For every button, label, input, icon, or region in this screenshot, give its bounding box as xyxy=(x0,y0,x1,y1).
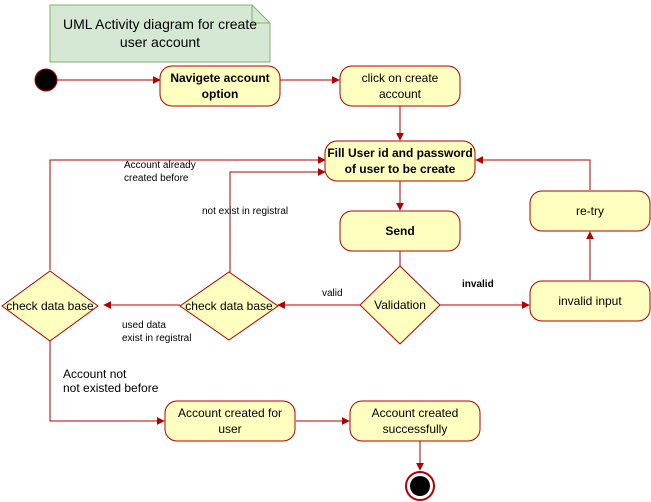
action-account-created-success: Account created successfully xyxy=(349,400,481,442)
final-node xyxy=(405,471,435,501)
action-account-created-user: Account created for user xyxy=(164,400,296,442)
label-already-2: created before xyxy=(124,173,189,184)
edge-checkleft-created xyxy=(49,340,165,425)
check-db-left-label: check data base xyxy=(6,299,94,313)
action-navigate-account: Navigete account option xyxy=(159,65,281,107)
action-send: Send xyxy=(339,210,461,252)
label-used-1: used data xyxy=(122,320,166,331)
edges xyxy=(49,76,594,471)
navigate-line-2: option xyxy=(202,87,239,101)
title-note: UML Activity diagram for create user acc… xyxy=(49,4,271,63)
invalid-input-label: invalid input xyxy=(558,294,622,308)
edge-labels: Account already created before not exist… xyxy=(63,160,494,395)
fill-line-1: Fill User id and password xyxy=(327,146,472,160)
click-line-1: click on create xyxy=(362,71,439,85)
fill-line-2: of user to be create xyxy=(345,162,456,176)
decision-validation: Validation xyxy=(359,265,441,345)
label-already-1: Account already xyxy=(124,160,196,171)
label-not-exist: not exist in registral xyxy=(202,206,288,217)
label-valid: valid xyxy=(322,288,343,299)
edge-checkleft-fill xyxy=(49,156,326,270)
created-success-line-2: successfully xyxy=(383,422,448,436)
initial-node xyxy=(34,68,58,92)
action-retry: re-try xyxy=(529,190,651,232)
label-not-existed-1: Account not xyxy=(63,367,127,381)
validation-label: Validation xyxy=(374,298,426,312)
decision-check-db-left: check data base xyxy=(1,270,99,342)
label-used-2: exist in registral xyxy=(122,333,191,344)
action-invalid-input: invalid input xyxy=(529,280,651,322)
check-db-mid-label: check data base xyxy=(185,299,273,313)
note-line-2: user account xyxy=(120,34,200,50)
label-not-existed-2: not existed before xyxy=(63,381,159,395)
send-label: Send xyxy=(385,224,414,238)
action-fill-user: Fill User id and password of user to be … xyxy=(324,140,476,182)
click-line-2: account xyxy=(379,87,422,101)
note-line-1: UML Activity diagram for create xyxy=(63,16,257,32)
created-user-line-2: user xyxy=(218,422,241,436)
retry-label: re-try xyxy=(576,204,604,218)
decision-check-db-mid: check data base xyxy=(179,271,279,341)
edge-checkmid-fill xyxy=(229,168,326,272)
edge-retry-fill xyxy=(475,156,591,190)
action-click-create: click on create account xyxy=(339,65,461,107)
created-user-line-1: Account created for xyxy=(178,406,282,420)
created-success-line-1: Account created xyxy=(372,406,459,420)
label-invalid: invalid xyxy=(462,279,494,290)
navigate-line-1: Navigete account xyxy=(170,71,269,85)
